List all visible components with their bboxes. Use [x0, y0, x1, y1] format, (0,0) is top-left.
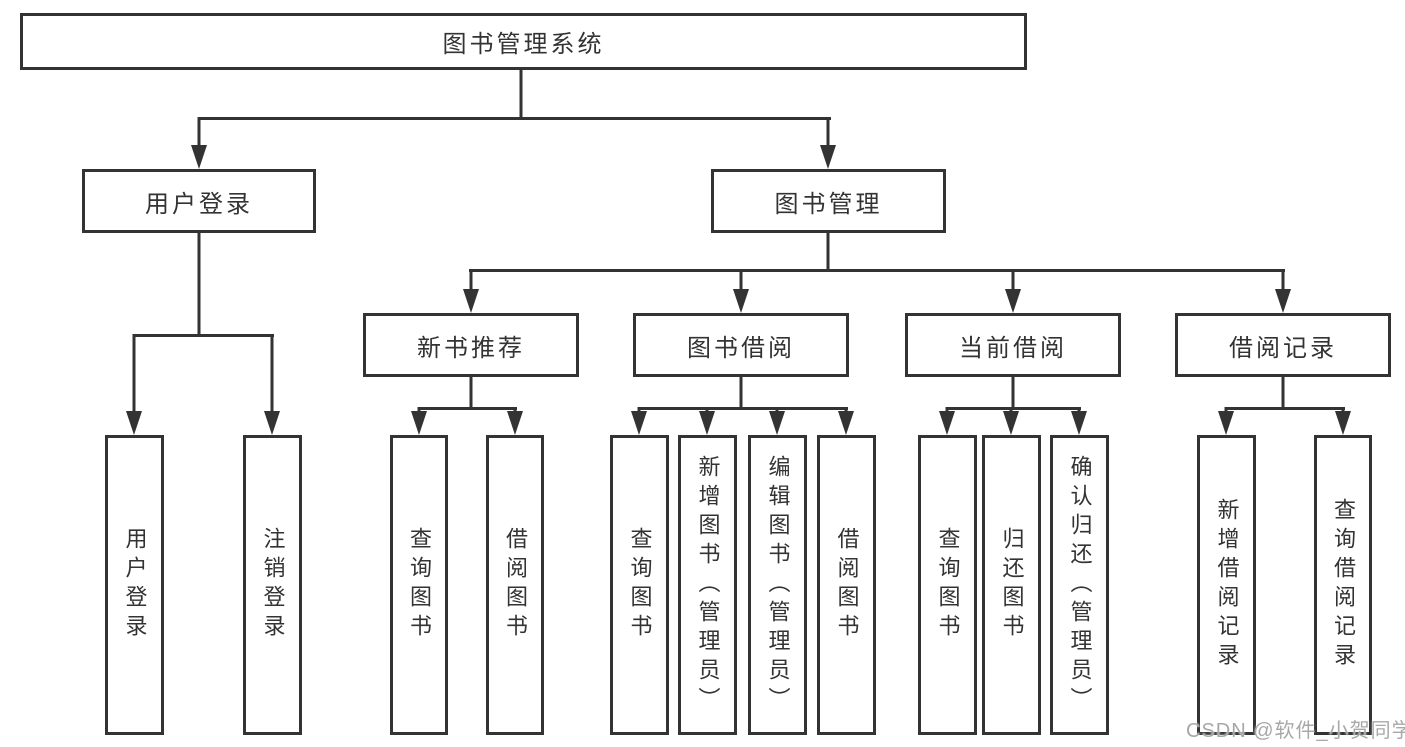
connector-borrowing-vline [739, 377, 743, 410]
leaf-logout: 注销登录 [243, 435, 302, 735]
connector-recommend-vline [469, 377, 473, 410]
arrow-down-icon [939, 411, 955, 435]
leaf-borrow-books-borrowing: 借阅图书 [817, 435, 876, 735]
node-new-book-recommendation: 新书推荐 [363, 313, 579, 377]
node-label: 新书推荐 [417, 334, 525, 362]
watermark-text: CSDN @软件_小贺同学 [1186, 720, 1405, 742]
arrow-down-icon [191, 145, 207, 169]
connector-book-mgmt-stem-2 [739, 269, 743, 292]
leaf-user-login: 用户登录 [105, 435, 164, 735]
node-current-borrowing: 当前借阅 [905, 313, 1121, 377]
node-label: 查询借阅记录 [1331, 498, 1356, 672]
leaf-query-books-current: 查询图书 [918, 435, 977, 735]
leaf-query-books-recommend: 查询图书 [390, 435, 448, 735]
arrow-down-icon [838, 411, 854, 435]
connector-user-login-stem-1 [132, 334, 136, 413]
arrow-down-icon [631, 411, 647, 435]
node-book-borrowing: 图书借阅 [633, 313, 849, 377]
node-borrowing-records: 借阅记录 [1175, 313, 1391, 377]
connector-book-mgmt-stem-3 [1011, 269, 1015, 292]
node-label: 编辑图书（管理员） [765, 454, 791, 716]
node-label: 确认归还（管理员） [1067, 454, 1093, 716]
connector-current-hline [946, 407, 1081, 410]
arrow-down-icon [1275, 289, 1291, 313]
arrow-down-icon [411, 411, 427, 435]
connector-borrowing-hline [638, 407, 848, 410]
node-label: 借阅图书 [503, 527, 528, 643]
connector-book-mgmt-vline [826, 233, 830, 272]
arrow-down-icon [1003, 411, 1019, 435]
node-label: 当前借阅 [959, 334, 1067, 362]
arrow-down-icon [1005, 289, 1021, 313]
node-label: 图书管理系统 [442, 31, 605, 58]
arrow-down-icon [507, 411, 523, 435]
connector-user-login-stem-2 [270, 334, 274, 413]
connector-book-mgmt-stem-1 [469, 269, 473, 292]
connector-root-vline [519, 70, 523, 120]
leaf-confirm-return-admin: 确认归还（管理员） [1050, 435, 1109, 735]
node-label: 新增借阅记录 [1214, 498, 1240, 672]
connector-root-hline [198, 117, 831, 120]
arrow-down-icon [699, 411, 715, 435]
node-label: 借阅图书 [834, 527, 860, 643]
node-label: 查询图书 [935, 527, 961, 643]
connector-records-hline [1225, 407, 1345, 410]
arrow-down-icon [1335, 411, 1351, 435]
connector-root-stem-right [826, 117, 830, 148]
leaf-query-books-borrowing: 查询图书 [610, 435, 669, 735]
leaf-edit-books-admin: 编辑图书（管理员） [748, 435, 807, 735]
node-user-login: 用户登录 [82, 169, 316, 233]
connector-recommend-hline [418, 407, 517, 410]
leaf-add-borrow-record: 新增借阅记录 [1197, 435, 1256, 735]
node-library-management-system: 图书管理系统 [20, 13, 1027, 70]
node-label: 查询图书 [407, 527, 432, 643]
arrow-down-icon [769, 411, 785, 435]
connector-root-stem-left [197, 117, 201, 148]
connector-user-login-vline [197, 233, 201, 337]
node-book-management: 图书管理 [711, 169, 946, 233]
node-label: 图书管理 [774, 190, 883, 218]
node-label: 用户登录 [145, 190, 253, 218]
leaf-borrow-books-recommend: 借阅图书 [486, 435, 544, 735]
node-label: 借阅记录 [1229, 334, 1337, 362]
node-label: 用户登录 [122, 527, 148, 643]
arrow-down-icon [1071, 411, 1087, 435]
arrow-down-icon [264, 411, 280, 435]
arrow-down-icon [1218, 411, 1234, 435]
node-label: 查询图书 [627, 527, 653, 643]
connector-user-login-hline [133, 334, 274, 337]
arrow-down-icon [463, 289, 479, 313]
node-label: 新增图书（管理员） [695, 454, 721, 716]
connector-book-mgmt-hline [469, 269, 1285, 272]
arrow-down-icon [126, 411, 142, 435]
leaf-return-books: 归还图书 [982, 435, 1041, 735]
connector-records-vline [1281, 377, 1285, 410]
arrow-down-icon [820, 145, 836, 169]
leaf-add-books-admin: 新增图书（管理员） [678, 435, 737, 735]
node-label: 图书借阅 [687, 334, 795, 362]
arrow-down-icon [733, 289, 749, 313]
connector-book-mgmt-stem-4 [1281, 269, 1285, 292]
connector-current-vline [1011, 377, 1015, 410]
leaf-query-borrow-record: 查询借阅记录 [1314, 435, 1372, 735]
node-label: 注销登录 [260, 527, 286, 643]
node-label: 归还图书 [999, 527, 1025, 643]
